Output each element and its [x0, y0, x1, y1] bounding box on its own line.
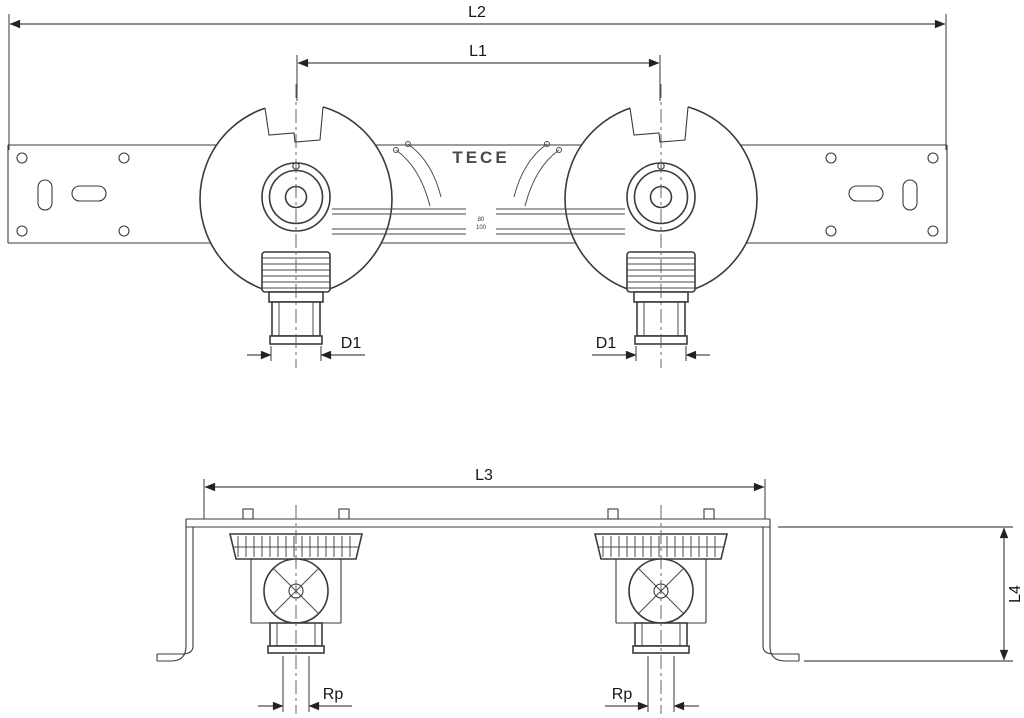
- fixing-tab: [703, 508, 715, 520]
- slot-hole: [71, 185, 107, 202]
- dimension-l3: L3: [203, 467, 766, 519]
- dimension-l4: L4: [778, 526, 1024, 662]
- right-bend-outer: [769, 519, 799, 662]
- dimension-rp-left: Rp: [258, 656, 352, 712]
- rivet-dot: [405, 141, 411, 147]
- fixing-tab: [607, 508, 619, 520]
- screw-hole: [825, 225, 837, 237]
- dim-label-d1-right: D1: [596, 335, 617, 352]
- screw-hole: [16, 225, 28, 237]
- left-bend-outer: [157, 519, 187, 662]
- depth-mark-100: 100: [476, 225, 487, 231]
- dimension-rp-right: Rp: [605, 656, 699, 712]
- left-bend-inner: [157, 527, 194, 655]
- dim-label-l2: L2: [468, 4, 486, 21]
- slot-hole: [37, 179, 53, 211]
- dim-label-l1: L1: [469, 43, 487, 60]
- screw-hole: [118, 225, 130, 237]
- screw-hole: [118, 152, 130, 164]
- screw-hole: [16, 152, 28, 164]
- fitting-plan-right: [593, 505, 729, 714]
- screw-hole: [927, 225, 939, 237]
- dim-label-l4: L4: [1007, 585, 1024, 603]
- plan-view: L3: [156, 467, 1024, 714]
- fitting-front-left-core: [261, 84, 331, 368]
- fixing-tab: [338, 508, 350, 520]
- bracket-plate: [156, 518, 800, 662]
- rivet-dot: [544, 141, 550, 147]
- mounting-notch: [629, 106, 689, 143]
- rivet-dot: [393, 147, 399, 153]
- dim-label-d1-left: D1: [341, 335, 362, 352]
- dim-label-l3: L3: [475, 467, 493, 484]
- knurled-ring: [228, 533, 364, 560]
- slot-hole: [902, 179, 918, 211]
- depth-mark-80: 80: [478, 217, 485, 223]
- dim-label-rp-right: Rp: [612, 686, 633, 703]
- fitting-plan-left: [228, 505, 364, 714]
- mounting-notch: [264, 106, 324, 143]
- rivet-dot: [556, 147, 562, 153]
- guide-arcs: [393, 141, 562, 207]
- screw-hole: [927, 152, 939, 164]
- dimension-d1-left: D1: [247, 335, 365, 361]
- dimension-d1-right: D1: [592, 335, 710, 361]
- right-bend-inner: [762, 527, 799, 655]
- mounting-rail: [7, 144, 948, 244]
- front-view: L2 L1: [7, 4, 948, 368]
- dimension-l1: L1: [296, 43, 661, 103]
- screw-hole: [825, 152, 837, 164]
- knurled-ring: [593, 533, 729, 560]
- fixing-tab: [242, 508, 254, 520]
- dim-label-rp-left: Rp: [323, 686, 344, 703]
- slot-hole: [848, 185, 884, 202]
- dimension-l2: L2: [8, 4, 947, 150]
- fitting-front-right-core: [626, 84, 696, 368]
- brand-logo: TECE: [452, 148, 509, 167]
- rail-grooves: 80 100: [332, 208, 625, 235]
